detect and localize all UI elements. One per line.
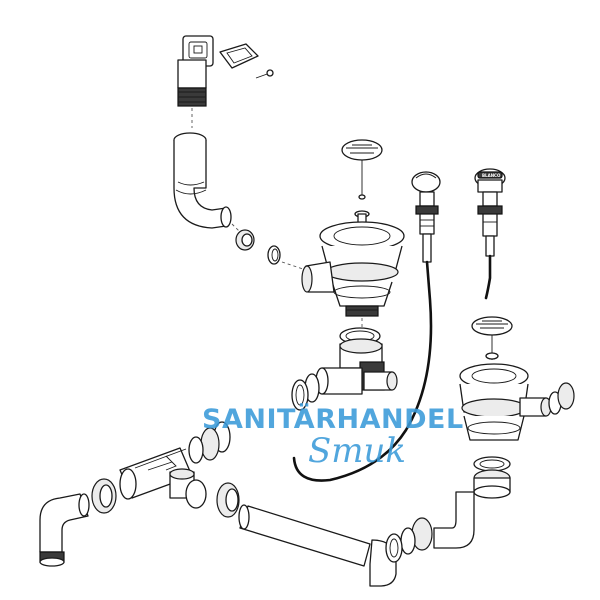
strainer-bowl-upper <box>301 221 405 317</box>
left-rings <box>91 468 137 514</box>
bottom-elbow-left <box>39 493 90 567</box>
centre-lower-rings <box>185 479 240 518</box>
overflow-ring <box>267 245 281 265</box>
overflow-screw <box>255 69 274 79</box>
overflow-cover-plate <box>182 35 214 67</box>
remote-cable-left <box>292 260 433 482</box>
lower-side-rings <box>548 382 575 415</box>
centre-trap-body <box>119 447 195 499</box>
strainer-basket-top <box>341 139 383 200</box>
centre-rings <box>188 421 231 464</box>
strainer-basket-lower <box>471 316 513 360</box>
lower-seal-ring <box>473 456 511 472</box>
overflow-nut <box>235 229 255 251</box>
strainer-plug <box>354 210 370 225</box>
remote-cable-right <box>484 254 492 300</box>
strainer-bowl-lower <box>459 363 552 441</box>
t-connector <box>315 338 398 395</box>
t-connector-rings <box>291 373 320 411</box>
lower-drain-pipe <box>238 491 475 567</box>
overflow-gasket <box>219 43 259 69</box>
bottom-right-nuts <box>385 517 433 563</box>
watermark-line1: SANITÄRHANDEL <box>202 403 464 435</box>
knob-brand-label: BLANCO <box>482 173 501 178</box>
watermark-line2: Smuk <box>308 431 406 471</box>
remote-knob-left <box>411 171 441 263</box>
watermark: SANITÄRHANDEL Smuk <box>202 403 464 471</box>
overflow-hose <box>173 132 232 229</box>
overflow-body <box>177 59 207 107</box>
remote-knob-right: BLANCO <box>474 168 506 257</box>
lower-nut <box>473 469 511 499</box>
